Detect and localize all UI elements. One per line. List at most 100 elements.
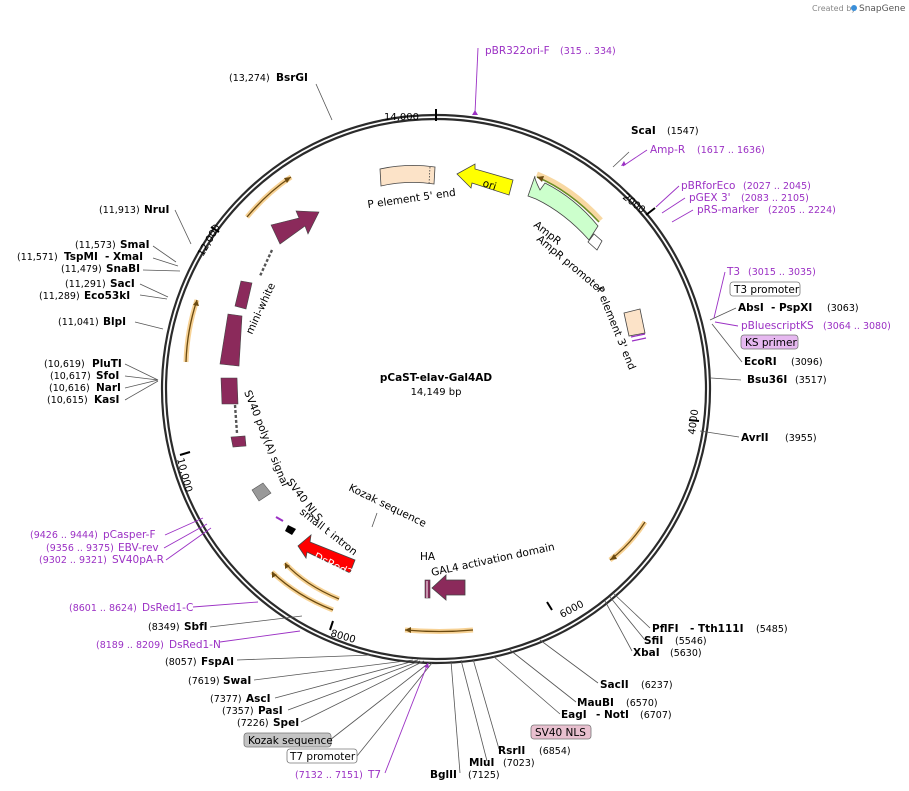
primer-name: pCasper-F (103, 529, 156, 541)
sv40-polya-feature[interactable] (251, 482, 272, 502)
ori-feature[interactable] (456, 163, 514, 196)
primer-name: pBluescriptKS (741, 320, 814, 332)
site-name-eagi: EagI (561, 709, 587, 721)
primer-pos: (9302 .. 9321) (39, 555, 107, 566)
site-name-absi: AbsI (738, 302, 764, 314)
site-pos: (1547) (667, 126, 699, 137)
site-name-xmai: - XmaI (105, 251, 143, 263)
site-name-fspai: FspAI (201, 656, 234, 668)
ks-primer-box-label: KS primer (745, 337, 797, 349)
dsred2-feature[interactable] (297, 534, 356, 574)
primer-name: pBR322ori-F (485, 45, 550, 57)
site-pos: (3517) (795, 375, 827, 386)
site-name-sacii: SacII (600, 679, 629, 691)
primer-pos: (7132 .. 7151) (295, 770, 363, 781)
site-pos: (7125) (468, 770, 500, 781)
primer-name: pRS-marker (697, 204, 760, 216)
site-name-kasi: KasI (94, 394, 119, 406)
site-name-ecori: EcoRI (744, 356, 777, 368)
site-pos: (5485) (756, 624, 788, 635)
site-name-eco53ki: Eco53kI (84, 290, 130, 302)
primer-name: T7 (367, 769, 381, 781)
credit-brand: SnapGene (859, 4, 906, 14)
site-name-mlui: MluI (469, 757, 494, 769)
site-name-blpi: BlpI (103, 316, 126, 328)
primer-pos: (2027 .. 2045) (743, 181, 811, 192)
site-pos: (7023) (503, 758, 535, 769)
t7-promoter-box-label: T7 promoter (289, 751, 356, 763)
site-name-avrii: AvrII (741, 432, 769, 444)
mini-white-feature[interactable] (219, 210, 320, 448)
site-pos: (7357) (222, 706, 254, 717)
p-element-5-end-feature[interactable] (379, 165, 436, 187)
site-pos: (6237) (641, 680, 673, 691)
ampr-promoter-feature[interactable] (587, 233, 603, 251)
site-pos: (11,479) (61, 264, 102, 275)
primer-pos: (1617 .. 1636) (697, 145, 765, 156)
plasmid-name: pCaST-elav-Gal4AD (380, 372, 493, 384)
sv40-nls-feature[interactable] (275, 516, 284, 522)
primer-name: EBV-rev (118, 542, 159, 554)
site-name-sfii: SfiI (644, 635, 663, 647)
tick-2000: 2000 (620, 192, 647, 216)
primer-name: Amp-R (650, 144, 685, 156)
site-pos: (10,616) (49, 383, 90, 394)
enzyme-labels: (13,274) BsrGI ScaI (1547) (11,913) NruI… (17, 72, 859, 781)
enzyme-leaders (124, 83, 743, 774)
site-pos: (11,289) (39, 291, 80, 302)
site-name-saci: SacI (110, 278, 135, 290)
site-name-bsu36i: Bsu36I (747, 374, 787, 386)
site-pos: (13,274) (229, 73, 270, 84)
primer-leaders (163, 47, 739, 774)
site-pos: (3096) (791, 357, 823, 368)
primer-pos: (315 .. 334) (560, 46, 616, 57)
primer-pos: (2205 .. 2224) (768, 205, 836, 216)
site-name-scai: ScaI (631, 125, 656, 137)
site-pos: (8057) (165, 657, 197, 668)
site-pos: (7619) (188, 676, 220, 687)
primer-name: SV40pA-R (112, 554, 164, 566)
t3-promoter-box-label: T3 promoter (733, 284, 800, 296)
site-name-spei: SpeI (273, 717, 299, 729)
site-pos: (6854) (539, 746, 571, 757)
primer-name: DsRed1-N (169, 639, 221, 651)
scale-ticks (179, 109, 700, 631)
site-pos: (5546) (675, 636, 707, 647)
small-t-intron-feature[interactable] (285, 525, 296, 535)
site-pos: (10,617) (50, 371, 91, 382)
site-name-rsrii: RsrII (498, 745, 525, 757)
site-name-xbai: XbaI (633, 647, 660, 659)
tick-14000: 14,000 (384, 112, 419, 123)
tick-12000: 12,000 (196, 223, 223, 259)
site-pos: (11,291) (65, 279, 106, 290)
primer-name: T3 (726, 266, 740, 278)
sv40-nls-box-label: SV40 NLS (535, 727, 586, 739)
plasmid-size: 14,149 bp (411, 387, 462, 398)
site-name-pasi: PasI (258, 705, 283, 717)
site-pos: (10,615) (47, 395, 88, 406)
site-name-tth111i: - Tth111I (690, 623, 744, 635)
primer-pos: (9356 .. 9375) (46, 543, 114, 554)
site-name-bsrgi: BsrGI (276, 72, 308, 84)
kozak-box-label: Kozak sequence (248, 735, 333, 747)
site-pos: (7377) (210, 694, 242, 705)
gal4-ad-feature[interactable] (431, 574, 466, 601)
site-name-maubi: MauBI (577, 697, 614, 709)
boxed-labels: T3 promoter KS primer SV40 NLS Kozak seq… (243, 281, 801, 764)
ampr-feature[interactable] (527, 175, 599, 241)
p-element-3-end-feature[interactable] (623, 308, 646, 337)
primer-pos: (9426 .. 9444) (30, 530, 98, 541)
site-name-pluti: PluTI (92, 358, 122, 370)
site-pos: (3063) (827, 303, 859, 314)
site-pos: (11,041) (58, 317, 99, 328)
credit-prefix: Created by (812, 4, 856, 13)
site-pos: (8349) (148, 622, 180, 633)
site-name-smai: SmaI (120, 239, 150, 251)
primer-markers (424, 110, 626, 668)
site-pos: (7226) (237, 718, 269, 729)
site-name-nrui: NruI (144, 204, 169, 216)
ori-label: ori (481, 177, 498, 193)
site-pos: (11,913) (99, 205, 140, 216)
